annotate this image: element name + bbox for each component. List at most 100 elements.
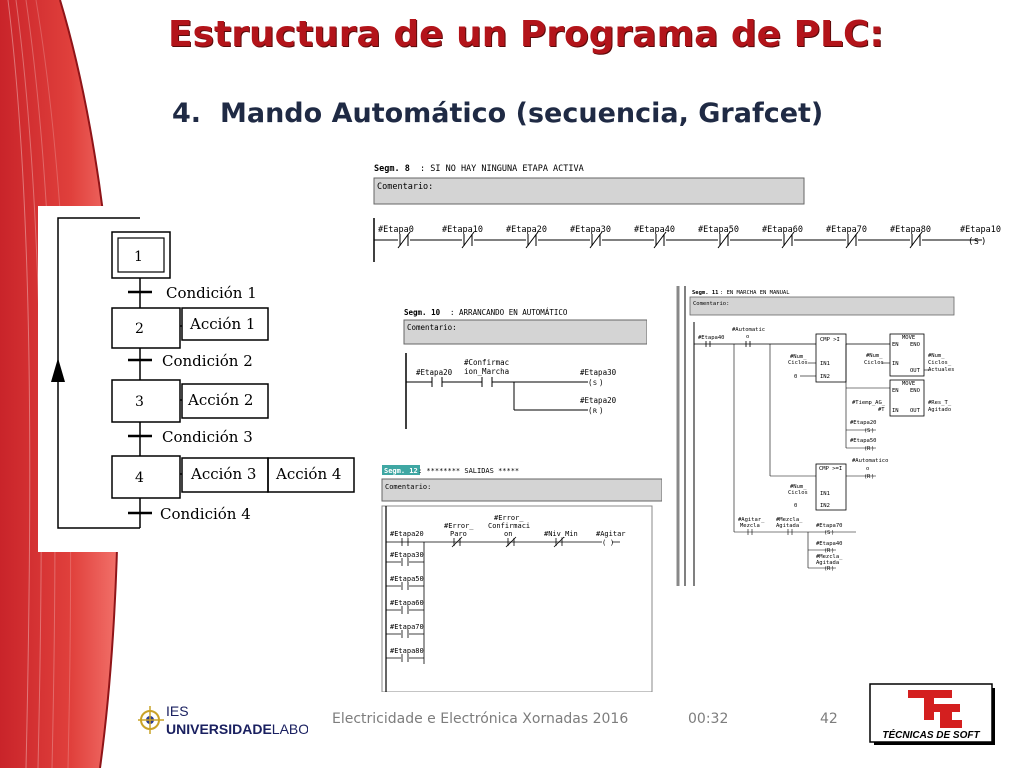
segment-salidas-coil-open: ( — [602, 539, 606, 547]
segment-salidas-contact-3-line3: on — [504, 530, 512, 538]
segment-11-move-1-en: EN — [892, 342, 899, 348]
segment-salidas-contact-1: #Etapa20 — [390, 530, 424, 538]
ies-universidade-laboral-logo: IES UNIVERSIDADELABORAL — [136, 700, 337, 740]
segment-8-contact-negation — [909, 231, 923, 249]
segment-8-contact-negation — [589, 231, 603, 249]
segment-11-cmp-1-label: CMP >I — [820, 337, 840, 343]
segment-11-cmp-2 — [815, 463, 847, 511]
segment-11-dest1-line2: Ciclos_ — [928, 360, 952, 366]
segment-11-coil-auto-2: o — [866, 466, 869, 472]
segment-11-tiempo-line2: #T — [878, 407, 885, 413]
condition-4-label: Condición 4 — [160, 505, 251, 523]
ladder-segment-salidas: Segm. 12 : ******** SALIDAS ***** Coment… — [380, 462, 662, 692]
segment-11-move-2 — [889, 379, 925, 417]
step-1-inner — [117, 237, 165, 273]
action-1-box — [181, 307, 269, 341]
step-2 — [111, 307, 181, 349]
subtitle-number: 4. — [172, 98, 202, 129]
segment-11-numciclos-a1: #Num_ — [790, 354, 807, 360]
subtitle-text: Mando Automático (secuencia, Grafcet) — [220, 98, 824, 129]
segment-11-coil-auto-symbol: R — [867, 474, 871, 480]
segment-11-c2-line2: o — [746, 334, 749, 340]
segment-8-contact-label: #Etapa10 — [442, 225, 483, 235]
segment-8-title: : SI NO HAY NINGUNA ETAPA ACTIVA — [420, 164, 584, 174]
action-4-box — [267, 457, 355, 493]
segment-11-coil-e20-symbol: S — [867, 428, 870, 434]
segment-11-coil-e70: #Etapa70 — [816, 523, 843, 529]
logo-universidade-text: UNIVERSIDADELABORAL — [166, 721, 308, 737]
action-2-box — [181, 383, 269, 419]
segment-salidas-title: : ******** SALIDAS ***** — [418, 467, 519, 475]
segment-11-numciclos-a2: Ciclos — [788, 360, 808, 366]
segment-11-zero-2: 0 — [794, 503, 797, 509]
segment-11-coil-mezcla-symbol: R — [827, 566, 831, 572]
segment-10-contact-2-line1: #Confirmac — [464, 358, 509, 367]
segment-11-move-2-out: OUT — [910, 408, 921, 414]
segment-8-contact-negation — [525, 231, 539, 249]
segment-11-coil-e70-close: ) — [831, 530, 834, 536]
condition-3-label: Condición 3 — [162, 428, 253, 446]
segment-11-numciclos-c2: Ciclos — [788, 490, 808, 496]
step-4-label: 4 — [135, 470, 144, 486]
segment-11-coil-mezcla-1: #Mezcla_ — [816, 554, 843, 560]
logo-universidade-b: LABORAL — [272, 721, 308, 737]
footer-event-text: Electricidade e Electrónica Xornadas 201… — [332, 711, 629, 727]
segment-salidas-coil-label: #Agitar — [596, 530, 626, 538]
segment-11-move-1-out: OUT — [910, 368, 921, 374]
segment-11-cmp-2-label: CMP >=I — [819, 466, 842, 472]
segment-10-coil-2-open: ( — [588, 406, 593, 415]
segment-11-dest1-line3: Actuales — [928, 367, 955, 373]
segment-salidas-contact-3-line1: #Error_ — [494, 514, 524, 522]
segment-11-coil-mezcla-open: ( — [824, 566, 827, 572]
segment-10-coil-2-symbol: R — [593, 407, 597, 415]
segment-11-cmp-1 — [815, 333, 847, 383]
segment-salidas-branch-gap — [401, 558, 409, 566]
action-3-label: Acción 3 — [190, 465, 256, 483]
segment-11-coil-auto-1: #Automatico — [852, 458, 888, 464]
segment-11-numciclos-b2: Ciclos — [864, 360, 884, 366]
slide-title: Estructura de un Programa de PLC: — [168, 14, 884, 55]
return-line — [57, 217, 140, 529]
segment-8-contact-label: #Etapa0 — [378, 225, 414, 235]
segment-10-coil-1-open: ( — [588, 378, 593, 387]
segment-8-contact-negation — [717, 231, 731, 249]
segment-11-move-1-label: MOVE — [902, 335, 915, 341]
segment-11-move-1-in: IN — [892, 361, 899, 367]
segment-8-contact-label: #Etapa50 — [698, 225, 739, 235]
segment-8-comment-label: Comentario: — [377, 182, 433, 192]
segment-8-contact-negation — [397, 231, 411, 249]
segment-8-coil-symbol: S — [974, 237, 979, 246]
brand-text: TÉCNICAS DE SOFT — [882, 728, 980, 741]
segment-11-numciclos-c1: #Num_ — [790, 484, 807, 490]
segment-salidas-number: Segm. 12 — [384, 467, 418, 475]
segment-8-contact-negation — [845, 231, 859, 249]
segment-salidas-branch-label: #Etapa70 — [390, 623, 424, 631]
segment-salidas-contact-3-line2: Confirmaci — [488, 522, 530, 530]
segment-8-coil-close: ) — [981, 237, 986, 247]
segment-11-mezcla-2: Agitada — [776, 523, 799, 529]
segment-11-dest2-line1: #Res_T_ — [928, 400, 952, 406]
segment-10-coil-2-close: ) — [599, 406, 604, 415]
segment-11-coil-e40-symbol: R — [827, 548, 831, 554]
step-2-label: 2 — [135, 321, 144, 337]
footer-time: 00:32 — [688, 711, 729, 727]
segment-8-comment-box — [373, 177, 805, 205]
tecnicas-de-soft-logo: TÉCNICAS DE SOFT — [866, 680, 996, 746]
segment-salidas-branch-gap — [401, 582, 409, 590]
ladder-segment-10: Segm. 10 : ARRANCANDO EN AUTOMÁTICO Come… — [402, 305, 647, 430]
segment-11-coil-e40-close: ) — [831, 548, 834, 554]
segment-salidas-highlight — [382, 465, 420, 475]
step-3 — [111, 379, 181, 423]
segment-11-coil-e20-open: ( — [864, 428, 867, 434]
segment-11-coil-e20-close: ) — [871, 428, 874, 434]
segment-salidas-contact-2-line2: Paro — [450, 530, 467, 538]
ladder-segment-8: Segm. 8 : SI NO HAY NINGUNA ETAPA ACTIVA… — [372, 160, 1022, 262]
segment-11-zero-1: 0 — [794, 374, 797, 380]
segment-salidas-coil-close: ) — [610, 539, 614, 547]
segment-11-coil-e50: #Etapa50 — [850, 438, 877, 444]
segment-8-contact-label: #Etapa70 — [826, 225, 867, 235]
action-2-label: Acción 2 — [187, 391, 253, 409]
segment-salidas-contact-4: #Niv_Min — [544, 530, 578, 538]
segment-11-comment-box — [689, 296, 955, 316]
segment-11-coil-e40: #Etapa40 — [816, 541, 843, 547]
